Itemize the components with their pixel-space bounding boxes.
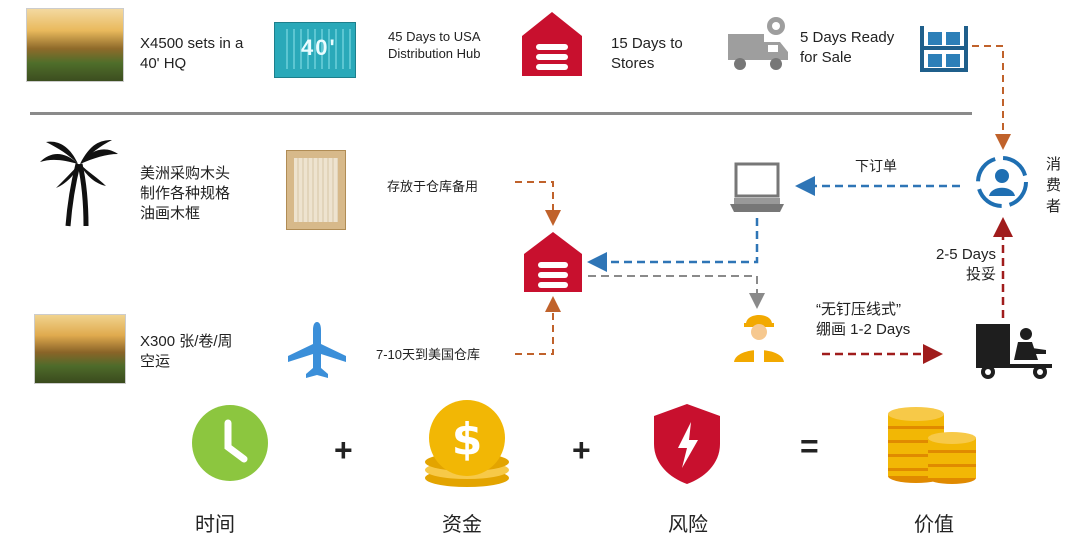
stretch-text: “无钉压线式” 绷画 1-2 Days xyxy=(816,301,911,338)
warehouse-icon-center xyxy=(524,232,582,292)
risk-shield-icon xyxy=(654,404,720,484)
laptop-icon xyxy=(730,162,784,212)
consumer-text: 消 费 者 xyxy=(1046,156,1062,215)
value-label: 价值 xyxy=(914,514,954,536)
delivery-days-text: 2-5 Days 投妥 xyxy=(935,246,996,283)
landscape-painting-bottom xyxy=(34,314,126,384)
top-item3-text: 15 Days to Stores xyxy=(611,35,683,72)
time-label: 时间 xyxy=(195,514,235,536)
svg-text:$: $ xyxy=(452,414,483,465)
top-item1-text: X4500 sets in a 40' HQ xyxy=(140,35,244,72)
landscape-painting-top xyxy=(26,8,124,82)
clock-icon xyxy=(192,405,268,481)
warehouse-icon-top xyxy=(522,12,582,76)
consumer-icon xyxy=(976,156,1028,208)
section-divider xyxy=(30,112,972,115)
arrow-laptop-to-warehouse xyxy=(587,218,759,272)
store-text: 存放于仓库备用 xyxy=(387,179,479,194)
air-shipping-text: X300 张/卷/周 空运 xyxy=(140,333,233,370)
arrow-shelf-to-consumer xyxy=(972,45,1011,150)
money-label: 资金 xyxy=(442,514,482,536)
coin-stacks-icon xyxy=(888,407,976,484)
wooden-frame-image xyxy=(286,150,346,230)
arrow-warehouse-to-worker xyxy=(588,275,765,309)
equals-operator: = xyxy=(800,428,819,464)
arrow-air-to-warehouse xyxy=(515,296,561,355)
air-days-text: 7-10天到美国仓库 xyxy=(376,347,481,362)
plus-operator-1: + xyxy=(334,432,353,468)
order-text: 下订单 xyxy=(855,158,897,174)
risk-label: 风险 xyxy=(668,514,708,536)
shipping-container-icon: 40' xyxy=(274,22,356,78)
plus-operator-2: + xyxy=(572,432,591,468)
top-item2-text: 45 Days to USA Distribution Hub xyxy=(388,29,481,61)
top-item4-text: 5 Days Ready for Sale xyxy=(800,29,895,66)
warehouse-shelf-icon xyxy=(920,26,968,72)
worker-icon xyxy=(734,315,784,362)
delivery-truck-gear-icon xyxy=(728,17,788,70)
container-label: 40' xyxy=(301,35,337,60)
arrow-store-to-warehouse xyxy=(515,181,561,226)
delivery-scooter-icon xyxy=(976,324,1052,379)
frame-description-text: 美洲采购木头 制作各种规格 油画木框 xyxy=(140,165,231,222)
palm-trees-icon xyxy=(40,140,118,227)
dollar-coins-icon: $ xyxy=(425,400,509,487)
airplane-icon xyxy=(288,322,346,378)
